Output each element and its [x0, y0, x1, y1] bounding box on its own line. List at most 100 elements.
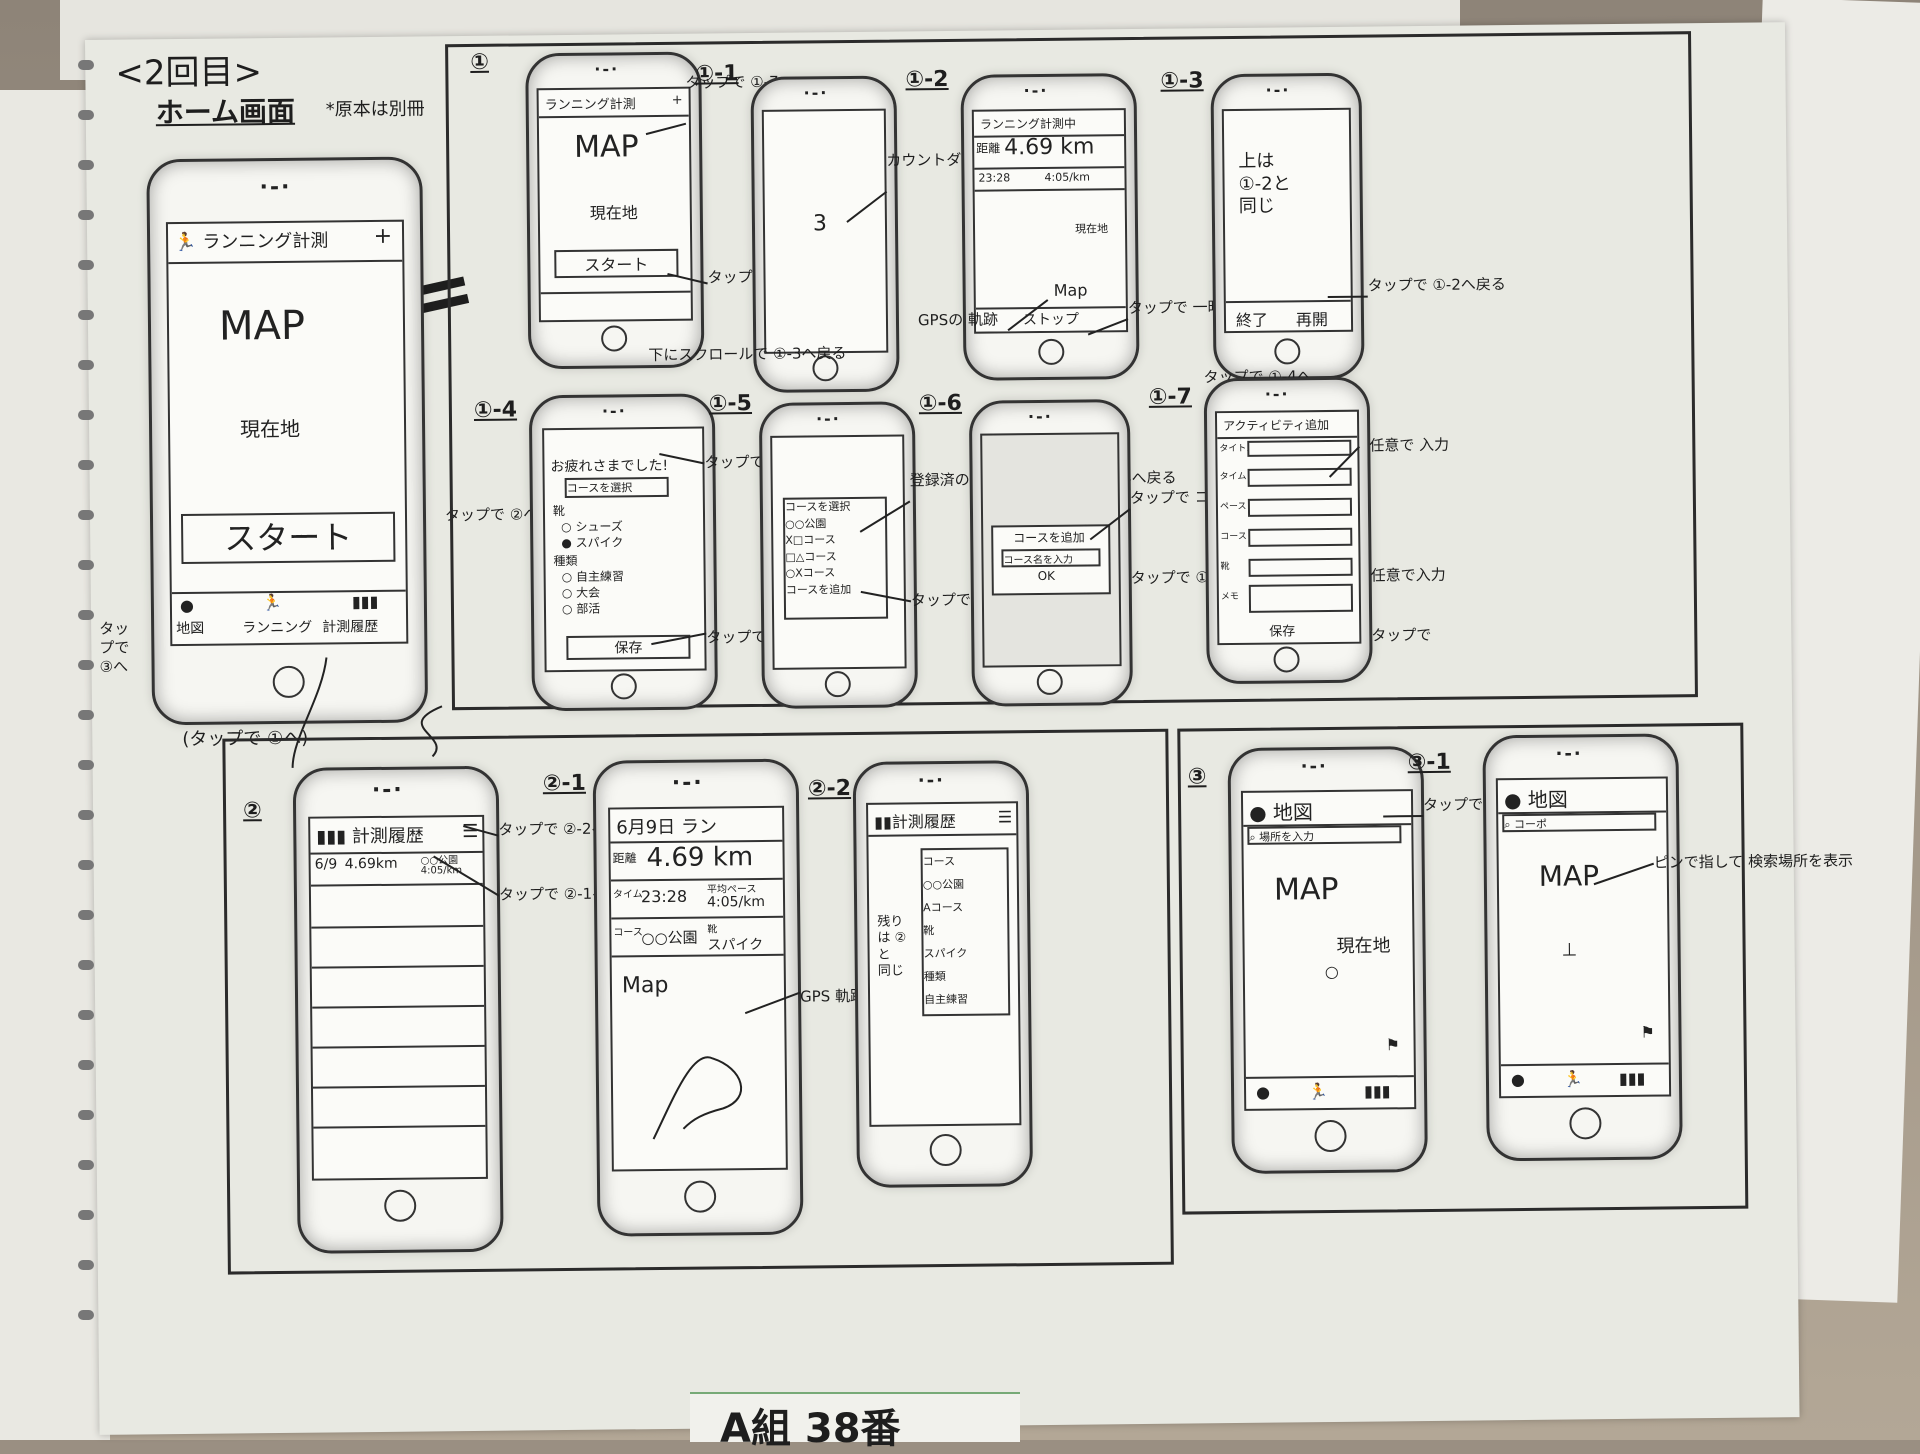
map-label: Map — [621, 972, 669, 999]
pin-icon: ○ — [1324, 961, 1339, 982]
time-label: タイム — [612, 889, 643, 901]
screen-id: ①-3 — [1160, 68, 1204, 94]
map-title: 地図 — [1272, 800, 1314, 825]
history-distance[interactable]: 4.69km — [344, 855, 398, 873]
history-pace: 4:05/km — [420, 865, 463, 877]
field-label: コース — [1220, 531, 1247, 543]
pin-icon: ● — [1503, 787, 1522, 813]
list-item[interactable]: コース — [922, 854, 956, 869]
tab-running[interactable]: ランニング — [242, 619, 313, 637]
home-phone: ·-· 🏃 ランニング計測 + MAP 現在地 スタート 地図 ランニング 計測… — [146, 156, 429, 726]
home-header-title: ランニング計測 — [202, 230, 329, 253]
tab-map[interactable]: 地図 — [176, 620, 205, 638]
bar-chart-icon[interactable]: ▮▮▮ — [1363, 1081, 1391, 1101]
map-label: MAP — [573, 129, 639, 165]
field-label: タイム — [1219, 471, 1247, 483]
list-item[interactable]: □△コース — [785, 549, 837, 564]
same-note: 上は ①-2と 同じ — [1238, 150, 1291, 217]
bar-chart-icon[interactable]: ▮▮▮ — [1618, 1068, 1646, 1088]
header-title: ランニング計測中 — [973, 110, 1125, 138]
list-item[interactable]: Aコース — [923, 900, 964, 915]
save-button[interactable]: 保存 — [566, 634, 691, 660]
list-item[interactable]: スパイク — [923, 946, 968, 961]
course-dropdown[interactable]: コースを選択 ○○公園 X□コース □△コース ○Xコース コースを追加 — [782, 496, 889, 620]
page-title: ホーム画面 — [155, 94, 296, 130]
header-title: ランニング計測 — [544, 97, 636, 114]
screen-id: ① — [470, 49, 490, 75]
phone-1: ·-· ランニング計測+ MAP 現在地 スタート — [525, 51, 705, 370]
flag-icon[interactable]: ⚑ — [1640, 1022, 1655, 1042]
search-placeholder: 場所を入力 — [1259, 830, 1315, 844]
field-label: 靴 — [1220, 562, 1230, 573]
add-course-dialog: コースを追加 コース名を入力 OK — [991, 524, 1111, 596]
list-item[interactable]: 自主練習 — [924, 992, 969, 1007]
menu-icon[interactable]: ☰ — [997, 807, 1013, 827]
add-course-item[interactable]: コースを追加 — [785, 582, 852, 597]
home-map: MAP — [218, 302, 306, 350]
memo-input[interactable] — [1248, 583, 1354, 613]
search-icon: ⌕ — [1504, 818, 1511, 832]
time-input[interactable] — [1247, 467, 1352, 487]
list-item[interactable]: ○Xコース — [785, 566, 836, 580]
pace-input[interactable] — [1247, 497, 1353, 517]
title-input[interactable] — [1247, 439, 1352, 457]
location-label: 現在地 — [1336, 935, 1391, 957]
pin-icon[interactable]: ● — [1510, 1069, 1526, 1090]
list-item[interactable]: 靴 — [923, 924, 935, 938]
screen-id: ②-2 — [807, 776, 852, 802]
end-button[interactable]: 終了 — [1235, 310, 1269, 330]
screen-id: ③-1 — [1407, 749, 1451, 776]
add-button[interactable]: + — [671, 92, 683, 108]
type-label: 種類 — [553, 553, 578, 569]
list-item[interactable]: 種類 — [923, 970, 946, 984]
list-item[interactable]: ○○公園 — [922, 877, 965, 892]
course-name-input[interactable]: コース名を入力 — [1001, 548, 1101, 568]
filter-menu[interactable]: コース ○○公園 Aコース 靴 スパイク 種類 自主練習 — [920, 847, 1011, 1017]
runner-icon[interactable]: 🏃 — [1307, 1082, 1329, 1102]
stop-button[interactable]: ストップ — [975, 306, 1127, 332]
screen-id: ①-2 — [905, 66, 949, 93]
course-input[interactable] — [1248, 527, 1353, 547]
list-item[interactable]: コースを選択 — [784, 500, 851, 514]
screen-id: ③ — [1187, 764, 1207, 790]
start-button[interactable]: スタート — [554, 248, 679, 279]
distance-label: 距離 — [612, 851, 637, 866]
type-option-1[interactable]: ○ 自主練習 — [561, 569, 625, 585]
screen-id: ②-1 — [542, 770, 587, 797]
resume-button[interactable]: 再開 — [1295, 309, 1329, 330]
pin-icon[interactable]: ● — [1255, 1082, 1271, 1102]
type-option-2[interactable]: ○ 大会 — [561, 585, 601, 601]
list-item[interactable]: X□コース — [785, 533, 836, 547]
search-input[interactable]: ⌕ 場所を入力 — [1247, 825, 1402, 845]
course-value: ○○公園 — [641, 928, 698, 948]
name-tag-text: A組 38番 — [720, 1406, 901, 1452]
shoes-option-2[interactable]: ● スパイク — [561, 535, 624, 551]
menu-icon[interactable]: ☰ — [462, 820, 479, 843]
history-header: ▮▮▮ 計測履歴 ☰ — [310, 816, 483, 855]
ok-button[interactable]: OK — [1037, 568, 1056, 584]
field-label: ペース — [1219, 501, 1247, 513]
type-option-3[interactable]: ○ 部活 — [561, 601, 601, 617]
shoes-option-1[interactable]: ○ シューズ — [561, 519, 623, 535]
runner-icon[interactable]: 🏃 — [1562, 1069, 1583, 1089]
header-title: アクティビティ追加 — [1216, 411, 1358, 440]
shoes-input[interactable] — [1248, 557, 1353, 577]
flag-icon[interactable]: ⚑ — [1385, 1035, 1401, 1055]
course-select[interactable]: コースを選択 — [564, 476, 669, 499]
home-start-button[interactable]: スタート — [180, 511, 396, 565]
search-input[interactable]: ⌕ コーポ — [1502, 812, 1657, 833]
note: タップで ②-1へ — [498, 884, 608, 904]
note: GPSの 軌跡 — [917, 310, 999, 330]
add-button[interactable]: + — [373, 223, 393, 249]
countdown-number: 3 — [812, 211, 828, 237]
title-note: *原本は別冊 — [325, 98, 425, 121]
save-button[interactable]: 保存 — [1269, 624, 1296, 640]
tab-history[interactable]: 計測履歴 — [322, 618, 379, 636]
list-item[interactable]: ○○公園 — [785, 516, 827, 531]
phone-3-1: ·-· ● 地図 ⌕ コーポ MAP ⊥ ⚑ ●🏃▮▮▮ — [1482, 733, 1683, 1162]
map-title: 地図 — [1527, 787, 1568, 812]
distance-value: 4.69 km — [646, 842, 754, 874]
screen-id: ①-5 — [708, 391, 753, 417]
note: 任意で入力 — [1370, 565, 1446, 585]
pin-icon: ● — [1249, 800, 1267, 825]
